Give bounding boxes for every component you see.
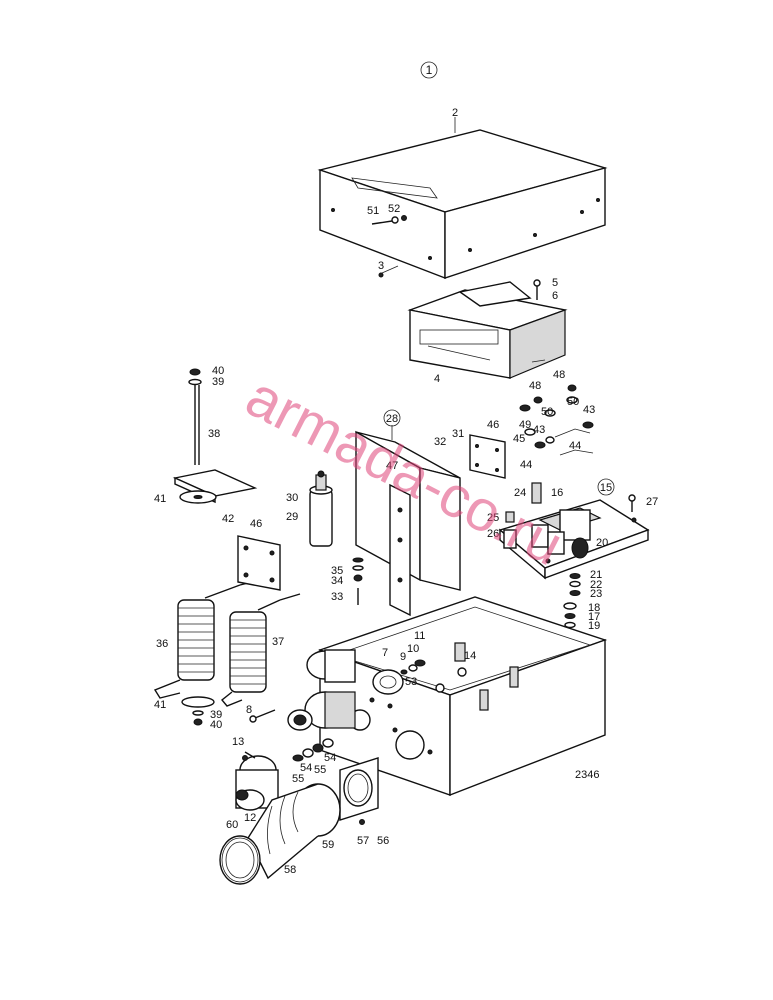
bracket-46-right (469, 434, 506, 479)
label-4: 4 (434, 373, 440, 385)
label-14: 14 (464, 650, 476, 662)
label-15: 15 (600, 482, 612, 494)
label-18: 18 (588, 602, 600, 614)
label-50-right: 50 (567, 396, 579, 408)
label-32: 32 (434, 436, 446, 448)
bracket-plate-28 (352, 425, 461, 617)
label-60: 60 (226, 819, 238, 831)
label-48-right: 48 (553, 369, 565, 381)
label-2: 2 (452, 107, 458, 119)
label-39-top: 39 (212, 376, 224, 388)
label-44-left: 44 (520, 459, 532, 471)
label-42: 42 (222, 513, 234, 525)
label-47: 47 (386, 460, 398, 472)
label-30: 30 (286, 492, 298, 504)
label-46-right: 46 (487, 419, 499, 431)
label-25: 25 (487, 512, 499, 524)
label-6: 6 (552, 290, 558, 302)
label-40-bottom: 40 (210, 719, 222, 731)
label-52: 52 (388, 203, 400, 215)
main-chassis (317, 596, 608, 797)
label-55-right: 55 (314, 764, 326, 776)
label-22: 22 (590, 579, 602, 591)
terminal-hardware (519, 384, 594, 456)
label-27: 27 (646, 496, 658, 508)
label-15-circle: 15 (597, 478, 615, 496)
label-24: 24 (514, 487, 526, 499)
label-37: 37 (272, 636, 284, 648)
mounting-bolt-assembly (172, 368, 258, 504)
label-31: 31 (452, 428, 464, 440)
label-3: 3 (378, 260, 384, 272)
label-26: 26 (487, 528, 499, 540)
label-45: 45 (513, 433, 525, 445)
label-12: 12 (244, 812, 256, 824)
label-10: 10 (407, 643, 419, 655)
socket-connector (287, 649, 356, 762)
label-41-top: 41 (154, 493, 166, 505)
label-20: 20 (596, 537, 608, 549)
label-46-left: 46 (250, 518, 262, 530)
label-58: 58 (284, 864, 296, 876)
label-9: 9 (400, 651, 406, 663)
figure-number-text: 1 (426, 63, 433, 77)
label-5: 5 (552, 277, 558, 289)
label-50-left: 50 (541, 406, 553, 418)
label-8: 8 (246, 704, 252, 716)
label-23: 23 (590, 588, 602, 600)
label-28-circle: 28 (383, 409, 401, 427)
label-43-left: 43 (533, 424, 545, 436)
label-49: 49 (519, 419, 531, 431)
label-17: 17 (588, 611, 600, 623)
label-39-bottom: 39 (210, 709, 222, 721)
label-16: 16 (551, 487, 563, 499)
drawing-id: 2346 (575, 769, 599, 781)
bracket-46-left (237, 535, 281, 591)
label-33: 33 (331, 591, 343, 603)
label-13: 13 (232, 736, 244, 748)
label-29: 29 (286, 511, 298, 523)
coil-37 (221, 593, 301, 707)
label-11: 11 (414, 630, 425, 642)
figure-number: 1 (420, 61, 438, 79)
label-21: 21 (590, 569, 602, 581)
label-53: 53 (405, 676, 417, 688)
label-56: 56 (377, 835, 389, 847)
label-35: 35 (331, 565, 343, 577)
label-48-left: 48 (529, 380, 541, 392)
label-59: 59 (322, 839, 334, 851)
label-54-left: 54 (300, 762, 312, 774)
boot-58-59 (219, 783, 341, 885)
coil-36 (153, 579, 261, 726)
cover-box (317, 117, 608, 280)
relay-plate (498, 482, 650, 629)
flange-56 (339, 757, 379, 825)
label-57: 57 (357, 835, 369, 847)
label-34: 34 (331, 575, 343, 587)
label-28: 28 (386, 413, 398, 425)
label-55-left: 55 (292, 773, 304, 785)
label-54-right: 54 (324, 752, 336, 764)
label-19: 19 (588, 620, 600, 632)
label-51: 51 (367, 205, 379, 217)
label-7: 7 (382, 647, 388, 659)
display-module (407, 279, 568, 379)
label-40-top: 40 (212, 365, 224, 377)
label-41-bottom: 41 (154, 699, 166, 711)
plug-connector-12 (235, 751, 279, 811)
label-44-right: 44 (569, 440, 581, 452)
label-43-right: 43 (583, 404, 595, 416)
potentiometer (372, 659, 426, 695)
screws (242, 709, 276, 761)
part-labels: 2 3 4 5 6 7 8 9 10 11 12 13 14 15 16 17 … (154, 107, 658, 876)
label-36: 36 (156, 638, 168, 650)
capacitor (309, 470, 333, 547)
label-38: 38 (208, 428, 220, 440)
